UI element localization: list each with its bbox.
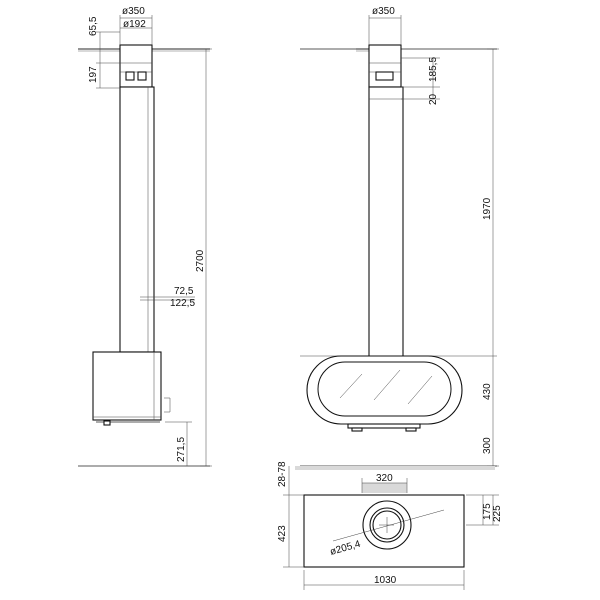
dim-front-outer-diameter: ø350: [372, 6, 395, 17]
side-column: [119, 86, 155, 353]
dim-plan-range: 28-78: [277, 461, 288, 487]
dim-front-collar: 185,5: [428, 57, 439, 82]
plan-wall-strip: [362, 483, 407, 493]
dim-side-outer-diameter: ø350: [122, 6, 145, 17]
dim-side-top-offset: 65,5: [88, 16, 99, 36]
plan-wall-band: [295, 466, 495, 470]
dim-plan-width-top: 320: [376, 473, 393, 484]
dim-plan-total-width: 1030: [374, 575, 397, 586]
dim-side-total-height: 2700: [195, 249, 206, 272]
side-collar: [119, 44, 153, 88]
dim-side-offset-b: 122,5: [170, 298, 195, 309]
dim-plan-depth-a: 175: [482, 503, 493, 520]
dim-side-offset-a: 72,5: [174, 286, 194, 297]
side-firebox: [92, 351, 162, 421]
front-view: [300, 15, 499, 467]
dim-front-column-height: 1970: [482, 197, 493, 220]
dim-side-floor-clearance: 271,5: [176, 437, 187, 462]
side-view: [78, 15, 212, 467]
dim-front-gap: 20: [428, 93, 439, 105]
dim-side-flue-diameter: ø192: [123, 19, 146, 30]
front-column: [368, 86, 404, 358]
dim-plan-depth-total: 423: [277, 525, 288, 542]
dim-front-floor-clearance: 300: [482, 437, 493, 454]
plan-view: [283, 466, 499, 590]
front-glass: [317, 361, 452, 417]
dim-front-firebox-height: 430: [482, 383, 493, 400]
dim-plan-depth-b: 225: [492, 505, 503, 522]
front-collar: [368, 44, 402, 88]
dim-side-collar: 197: [88, 66, 99, 83]
